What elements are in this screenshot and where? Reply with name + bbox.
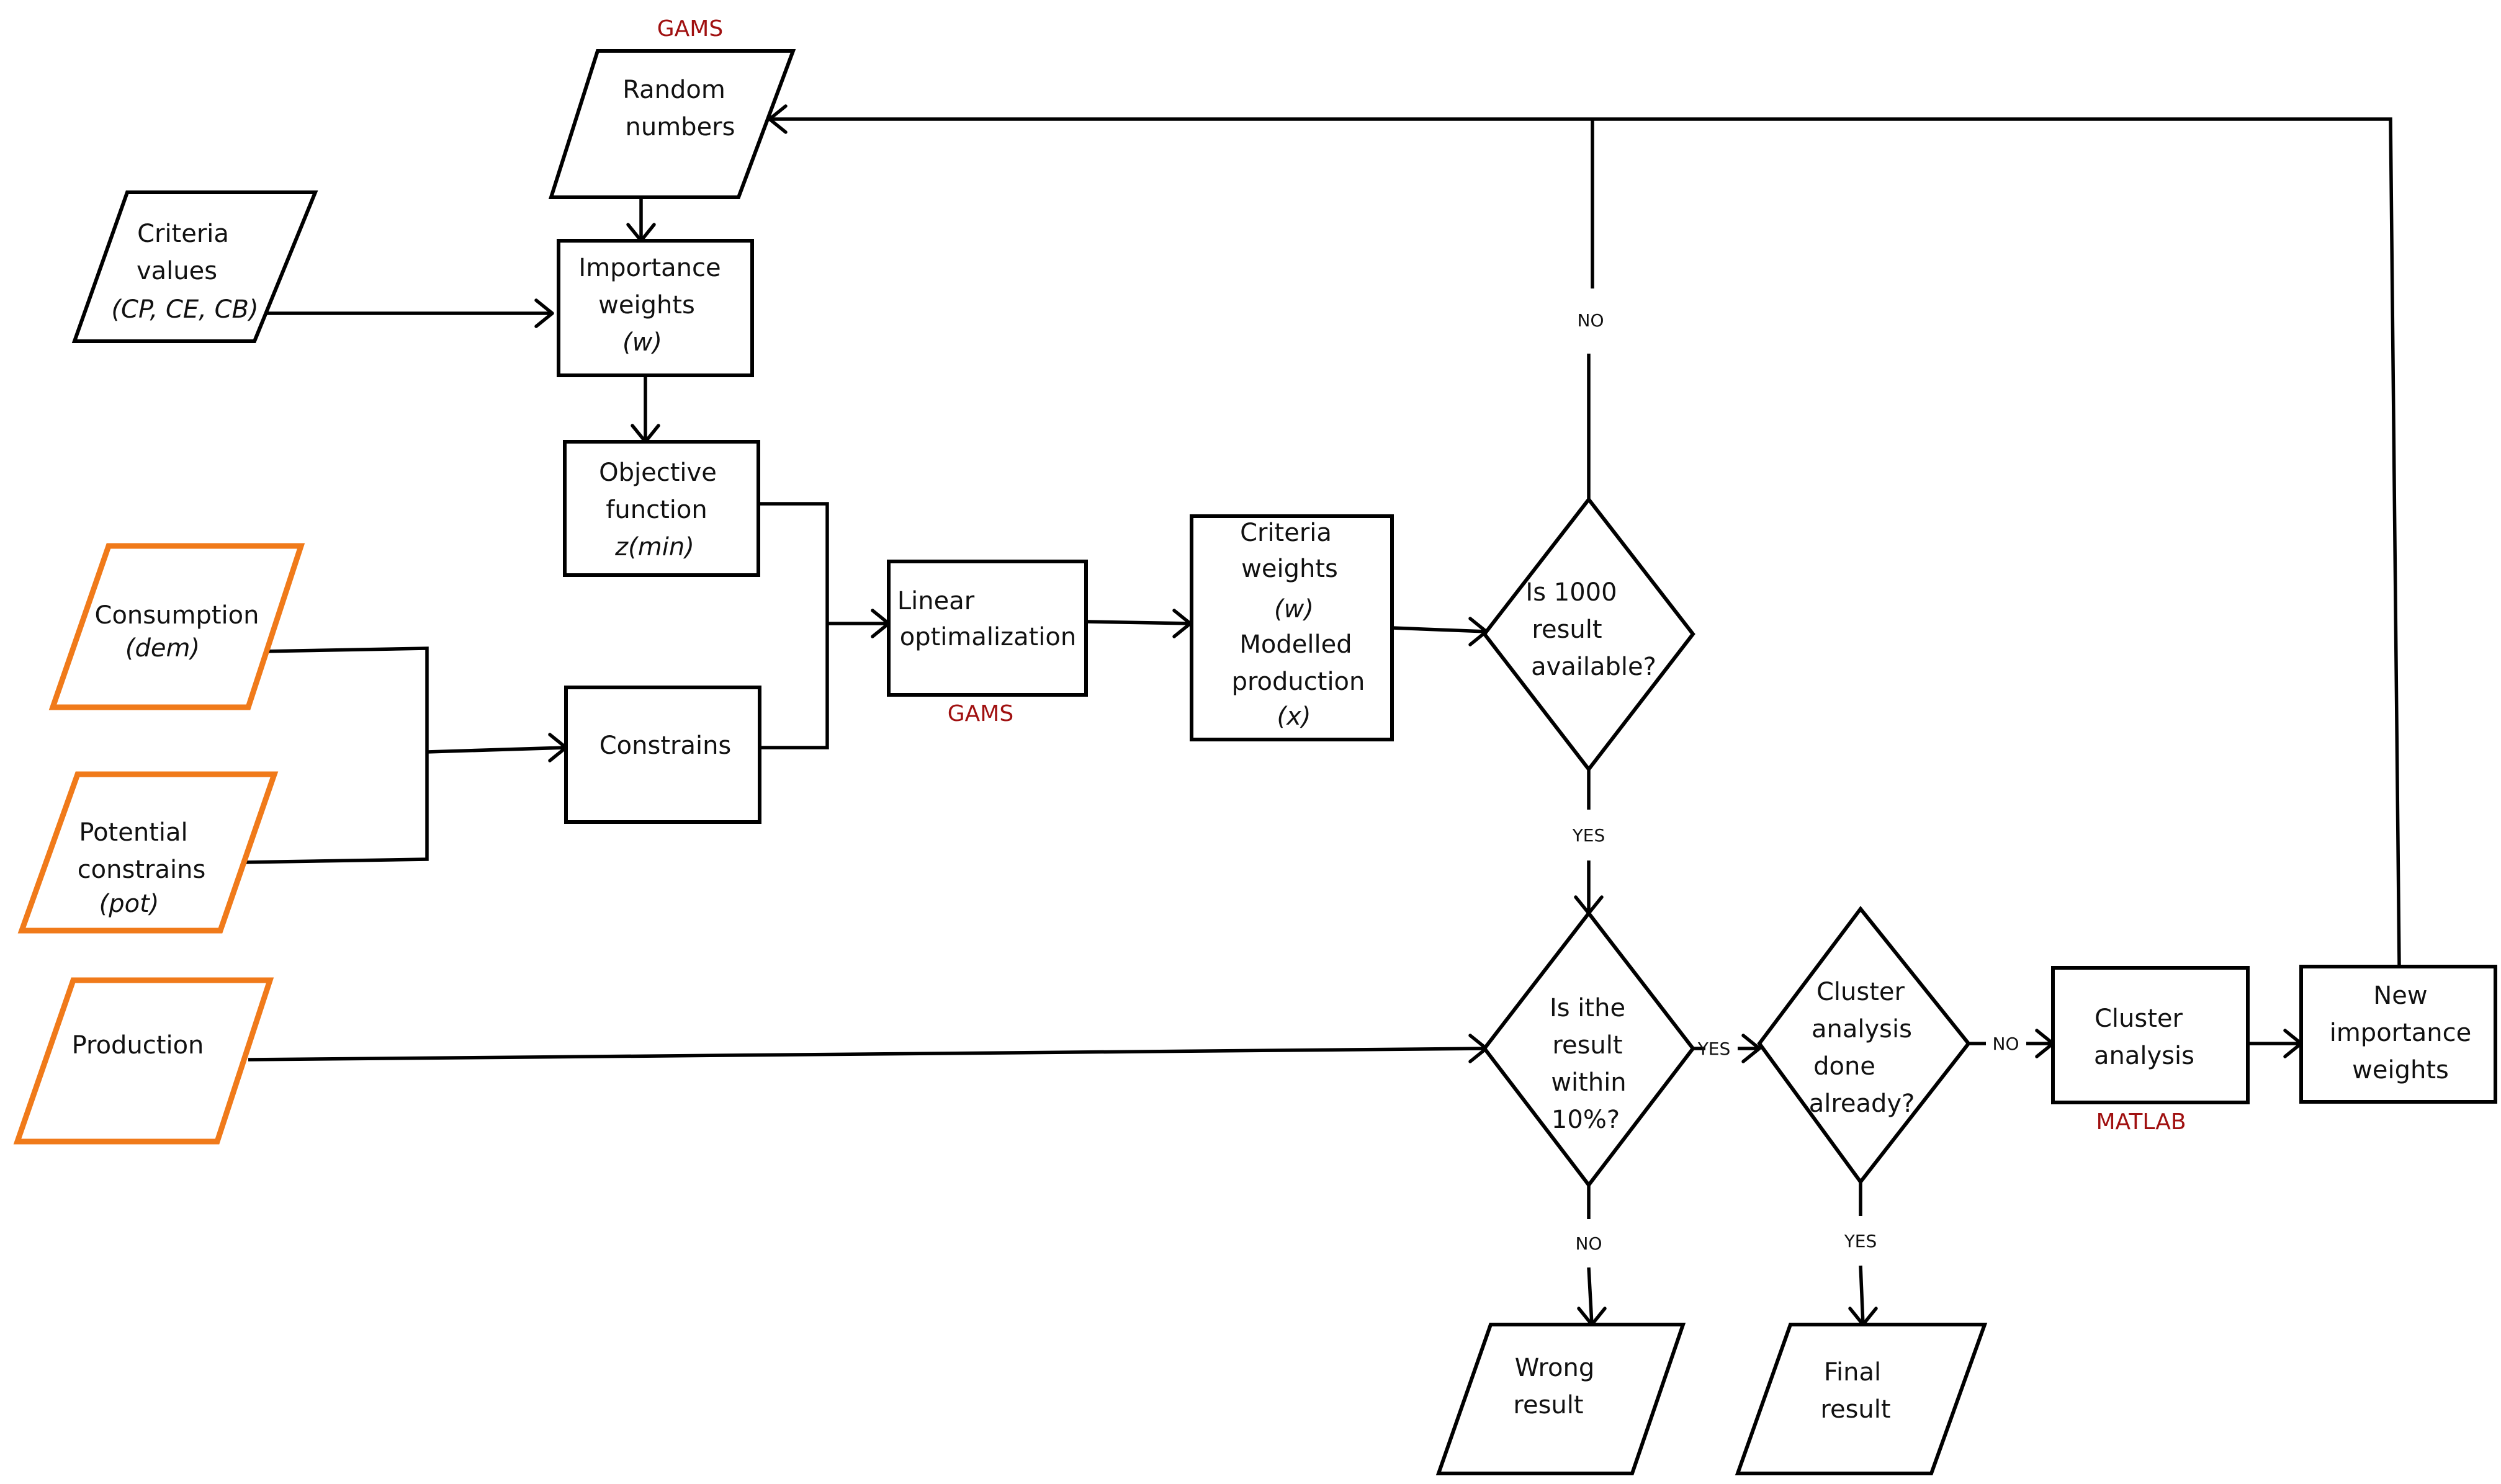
tool-label-gams-linear: GAMS — [948, 701, 1013, 726]
cluster-done-line-2: analysis — [1812, 1015, 1912, 1044]
objective-function-line-3: z(min) — [614, 533, 694, 561]
is-1000-line-3: available? — [1531, 653, 1656, 681]
is-1000-line-1: Is 1000 — [1525, 578, 1617, 607]
wrong-result-line-1: Wrong — [1515, 1354, 1595, 1382]
connector-criteria-to-1000 — [1391, 626, 1487, 633]
edge-label-yes-1000: YES — [1572, 825, 1605, 846]
criteria-weights-line-1: Criteria — [1240, 519, 1332, 547]
node-objective-function: Objective function z(min) — [563, 440, 760, 577]
node-constrains: Constrains — [564, 686, 761, 824]
arrowhead-yes-to-cluster-done — [1741, 1034, 1761, 1063]
objective-function-line-2: function — [606, 496, 707, 524]
node-production: Production — [13, 977, 274, 1145]
edge-label-yes-cluster: YES — [1844, 1231, 1877, 1251]
node-cluster-done-already: Cluster analysis done already? — [1757, 906, 1971, 1185]
connector-no-to-wrong — [1587, 1267, 1594, 1325]
criteria-values-line-1: Criteria — [137, 220, 229, 248]
arrowhead-criteria-to-importance — [534, 298, 554, 328]
new-weights-line-3: weights — [2352, 1056, 2449, 1084]
importance-weights-line-2: weights — [598, 291, 695, 320]
constrains-label: Constrains — [599, 731, 732, 760]
node-is-1000-available: Is 1000 result available? — [1482, 496, 1695, 772]
cluster-done-line-1: Cluster — [1816, 978, 1905, 1006]
linear-optimalization-line-1: Linear — [897, 587, 975, 615]
random-numbers-line-2: numbers — [626, 113, 735, 141]
criteria-weights-line-4: Modelled — [1239, 630, 1352, 659]
node-cluster-analysis: Cluster analysis — [2051, 966, 2250, 1104]
is-within-line-4: 10%? — [1551, 1106, 1620, 1134]
final-result-line-2: result — [1820, 1395, 1890, 1424]
final-result-line-1: Final — [1824, 1358, 1881, 1387]
consumption-line-2: (dem) — [125, 634, 200, 663]
criteria-weights-line-2: weights — [1241, 555, 1338, 583]
node-final-result: Final result — [1735, 1323, 1988, 1475]
criteria-weights-line-3: (w) — [1274, 595, 1314, 624]
is-1000-line-2: result — [1532, 615, 1602, 644]
wrong-result-line-2: result — [1513, 1391, 1583, 1419]
node-consumption: Consumption (dem) — [48, 543, 305, 710]
connector-feedback-top — [770, 117, 2401, 965]
new-weights-line-2: importance — [2330, 1019, 2472, 1047]
potential-constrains-line-2: constrains — [78, 856, 206, 884]
node-criteria-values: Criteria values (CP, CE, CB) — [71, 190, 318, 343]
node-new-importance-weights: New importance weights — [2299, 965, 2497, 1104]
is-within-line-1: Is ithe — [1550, 994, 1625, 1022]
potential-constrains-line-1: Potential — [79, 818, 187, 847]
criteria-weights-line-5: production — [1232, 668, 1365, 696]
cluster-analysis-line-2: analysis — [2094, 1042, 2194, 1070]
node-wrong-result: Wrong result — [1435, 1323, 1686, 1475]
node-criteria-weights: Criteria weights (w) Modelled production… — [1190, 514, 1394, 741]
new-weights-line-1: New — [2373, 981, 2427, 1010]
node-random-numbers: Random numbers — [548, 49, 796, 199]
cluster-done-line-4: already? — [1809, 1089, 1915, 1118]
cluster-done-line-3: done — [1813, 1052, 1875, 1081]
linear-optimalization-line-2: optimalization — [900, 623, 1077, 651]
node-potential-constrains: Potential constrains (pot) — [17, 771, 279, 934]
tool-label-gams-top: GAMS — [657, 16, 723, 42]
potential-constrains-line-3: (pot) — [99, 890, 159, 918]
node-importance-weights: Importance weights (w) — [557, 239, 754, 377]
importance-weights-line-1: Importance — [578, 254, 721, 282]
connector-production-to-within — [248, 1047, 1487, 1062]
connector-consumption-to-join — [240, 646, 429, 864]
criteria-weights-line-6: (x) — [1277, 702, 1311, 731]
objective-function-line-1: Objective — [599, 458, 717, 487]
node-is-within-10: Is ithe result within 10%? — [1482, 910, 1695, 1188]
connector-linear-to-criteria — [1087, 620, 1191, 625]
cluster-analysis-line-1: Cluster — [2095, 1004, 2183, 1033]
connector-objective-to-merge — [758, 502, 829, 749]
node-linear-optimalization: Linear optimalization — [887, 560, 1088, 697]
edge-label-yes-within: YES — [1697, 1039, 1731, 1059]
is-within-line-3: within — [1551, 1068, 1626, 1097]
edge-label-no-within: NO — [1576, 1233, 1602, 1254]
random-numbers-line-1: Random — [622, 76, 725, 104]
importance-weights-line-3: (w) — [622, 328, 662, 357]
connectors — [240, 104, 2401, 1326]
tool-label-matlab: MATLAB — [2096, 1109, 2186, 1135]
consumption-line-1: Consumption — [95, 601, 259, 630]
criteria-values-line-3: (CP, CE, CB) — [111, 295, 258, 324]
edge-label-no-cluster: NO — [1993, 1034, 2019, 1054]
connector-join-to-constrains — [426, 746, 567, 754]
connector-yes-to-final — [1859, 1265, 1865, 1325]
is-within-line-2: result — [1552, 1031, 1622, 1060]
edge-label-no-top: NO — [1578, 310, 1604, 331]
production-label: Production — [72, 1031, 204, 1060]
criteria-values-line-2: values — [137, 257, 217, 285]
